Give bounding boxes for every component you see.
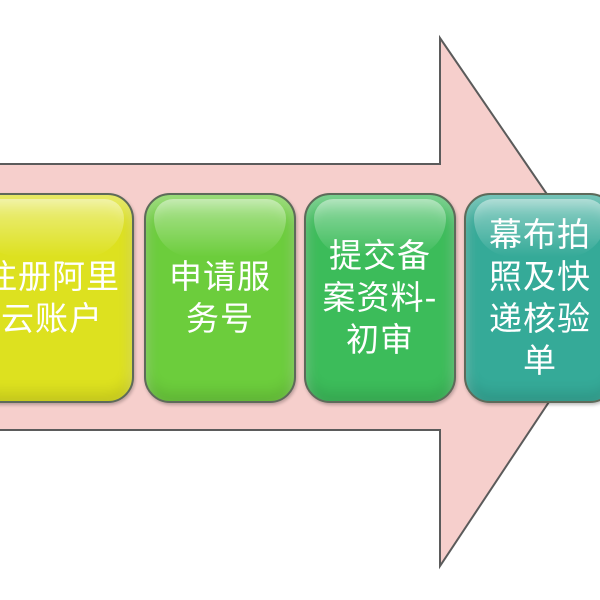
step-label: 幕布拍照及快递核验单	[489, 215, 591, 380]
step-apply-service: 申请服务号	[144, 193, 296, 403]
step-register-account: 注册阿里云账户	[0, 193, 134, 403]
step-label: 申请服务号	[169, 257, 271, 338]
step-label: 注册阿里云账户	[0, 257, 120, 338]
step-photo-verification: 幕布拍照及快递核验单	[464, 193, 600, 403]
arrow-shape	[0, 34, 600, 570]
step-submit-documents: 提交备案资料-初审	[304, 193, 456, 403]
step-label: 提交备案资料-初审	[322, 236, 438, 359]
